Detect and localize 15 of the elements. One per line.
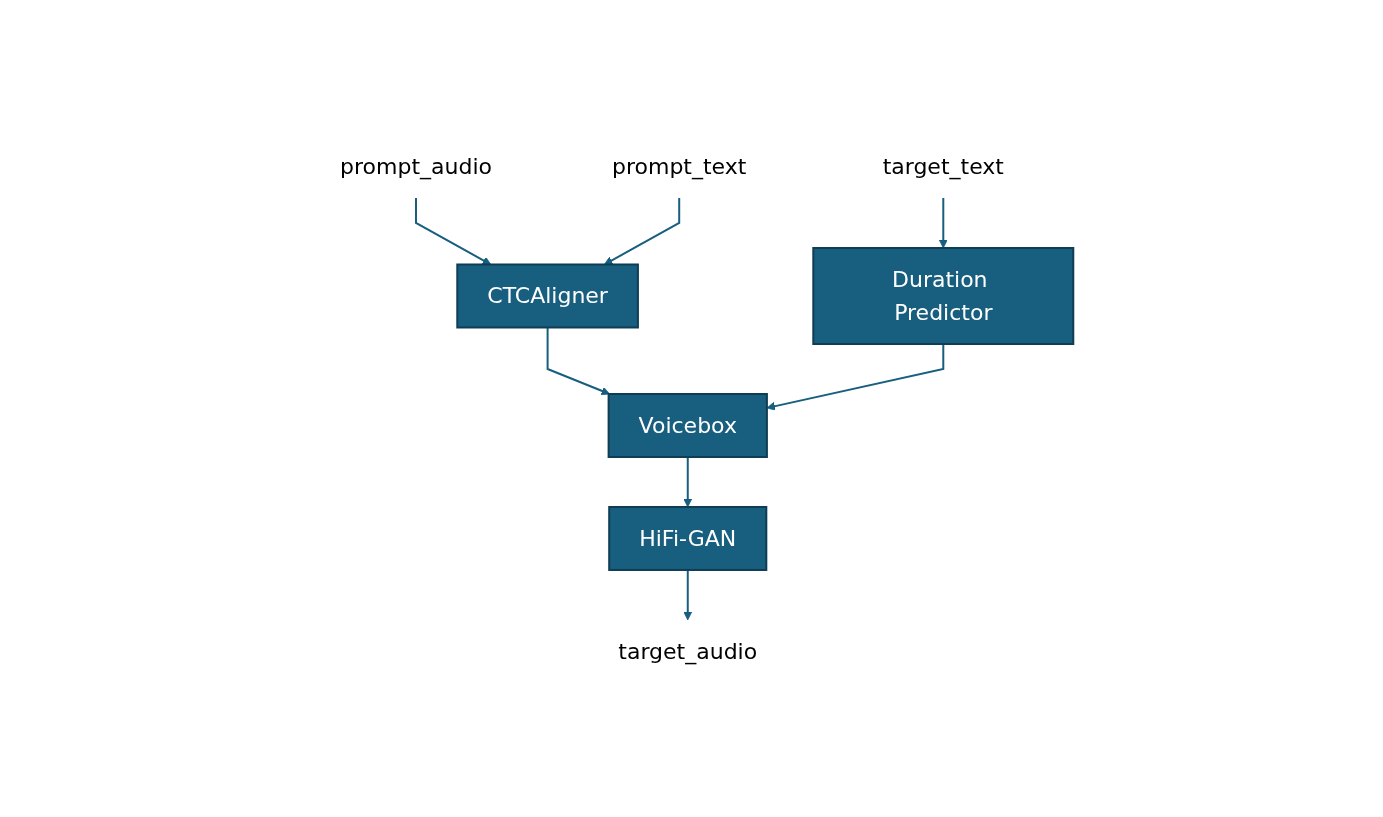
node-box: CTCAligner: [456, 263, 639, 328]
node-text: target_text: [882, 153, 1004, 179]
node-text: prompt_audio: [339, 153, 492, 179]
arrow: [603, 196, 681, 265]
arrow: [683, 455, 692, 507]
arrow: [766, 342, 945, 411]
node-text: target_audio: [618, 638, 758, 664]
node-box: HiFi-GAN: [608, 505, 768, 571]
arrow: [414, 196, 492, 265]
node-box: Voicebox: [607, 392, 768, 458]
arrow: [683, 568, 692, 620]
arrow: [938, 196, 948, 248]
node-text: prompt_text: [611, 153, 747, 179]
node-box: Duration Predictor: [812, 246, 1075, 345]
arrow: [546, 326, 610, 395]
